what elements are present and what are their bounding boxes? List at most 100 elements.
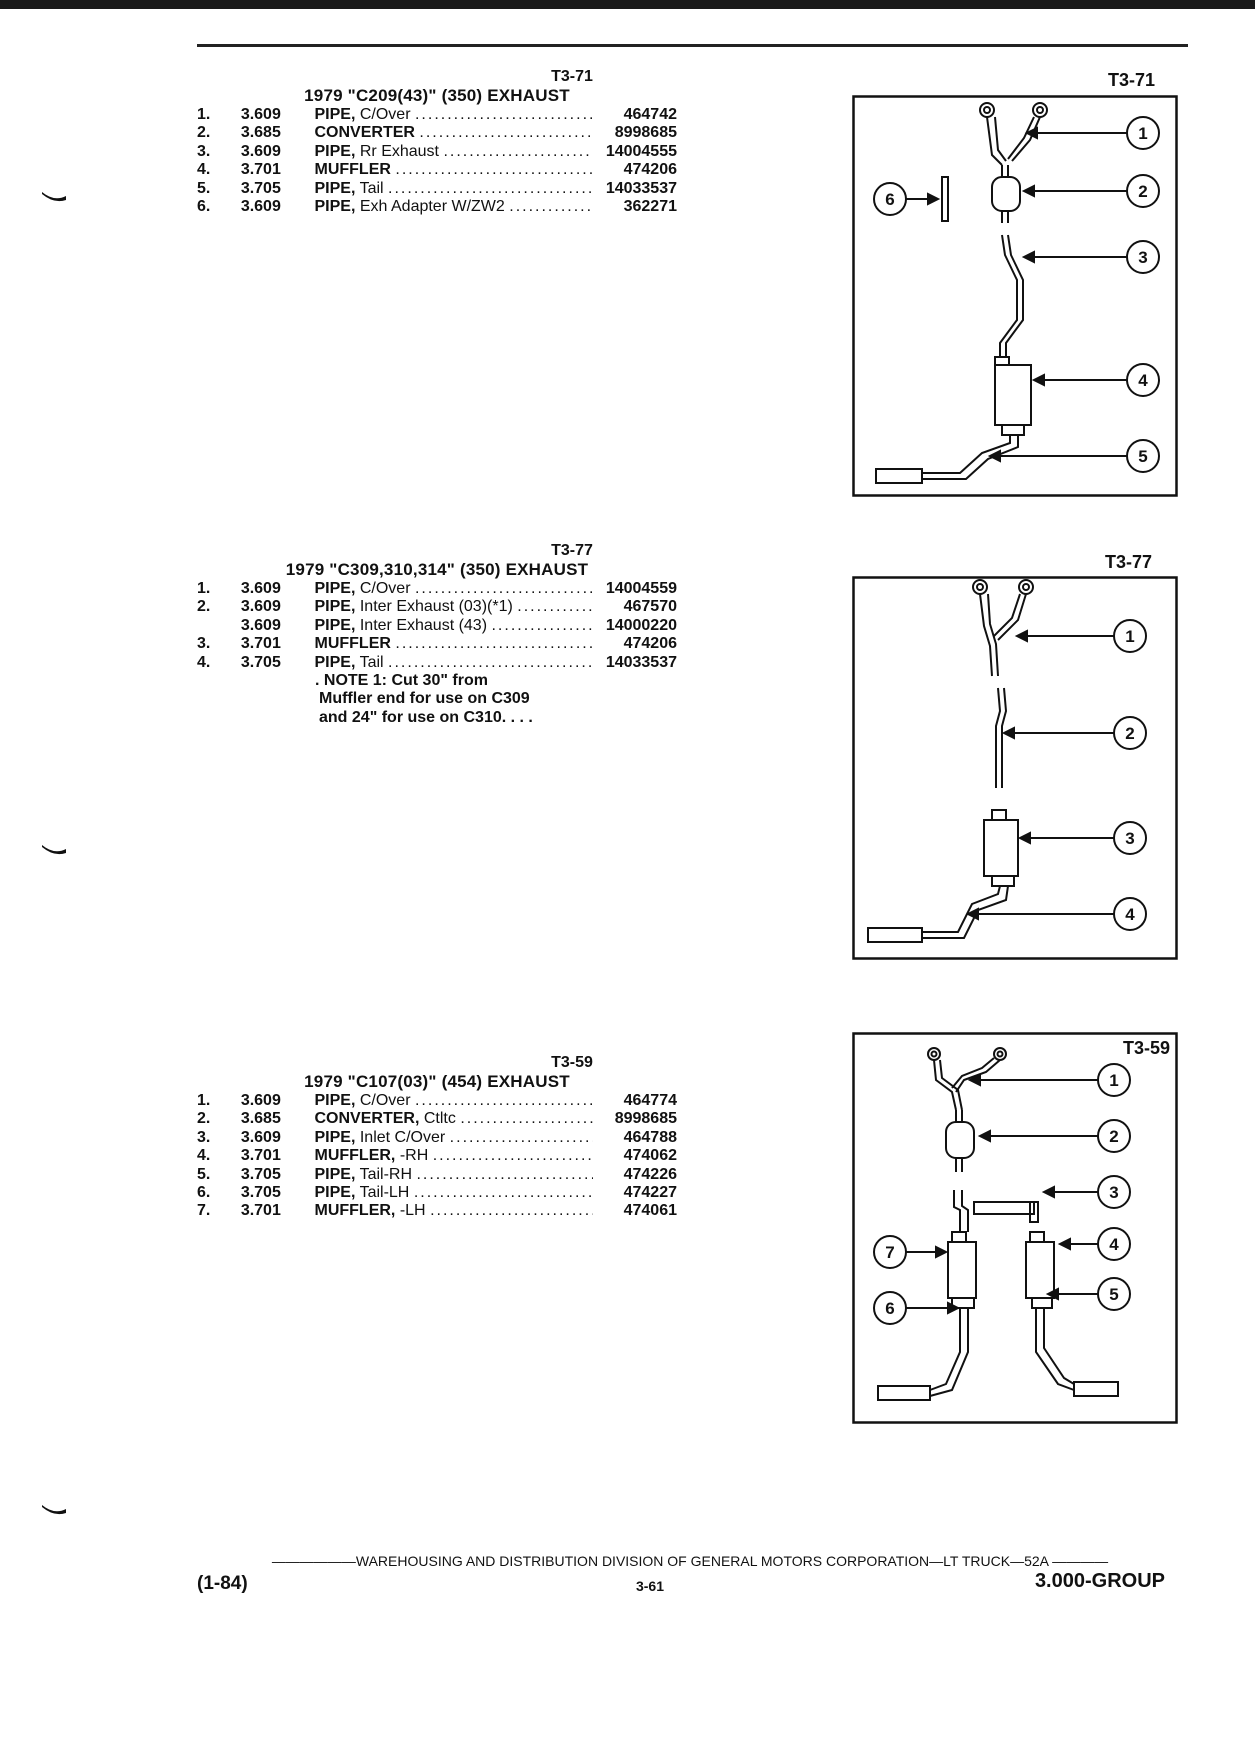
page-number: 3-61 (635, 1578, 665, 1594)
section-title: 1979 "C309,310,314" (350) EXHAUST (285, 560, 589, 579)
item-detail: -RH (399, 1147, 429, 1165)
table-row: 3.609 PIPE, Inter Exhaust (43) ..........… (197, 617, 677, 635)
item-name: MUFFLER, (314, 1202, 396, 1220)
note-line: and 24" for use on C310. . . . (319, 708, 533, 726)
section-t3-77: T3-77 1979 "C309,310,314" (350) EXHAUST … (197, 542, 677, 727)
leader-dots: ..................................... (416, 1165, 593, 1183)
leader-dots: ..................................... (509, 198, 594, 216)
diagram-label: T3-71 (1108, 70, 1156, 90)
item-number: 3. (197, 1128, 211, 1146)
part-number: 474061 (623, 1202, 677, 1220)
item-name: PIPE, (314, 616, 356, 634)
item-detail: Inlet C/Over (359, 1128, 446, 1146)
item-name: CONVERTER, (314, 1110, 420, 1128)
item-description: PIPE, C/Over ...........................… (315, 580, 594, 598)
part-number: 464774 (623, 1092, 677, 1109)
footer-publisher-text: WAREHOUSING AND DISTRIBUTION DIVISION OF… (355, 1553, 1049, 1569)
part-number: 474062 (623, 1147, 677, 1165)
item-name: PIPE, (314, 653, 356, 671)
item-description: MUFFLER ................................… (315, 635, 594, 653)
item-description: MUFFLER, -LH ...........................… (315, 1202, 594, 1220)
leader-dots: ..................................... (430, 1202, 593, 1220)
callout-5: 5 (1138, 447, 1147, 466)
binder-mark-icon (42, 1505, 66, 1515)
callout-2: 2 (1109, 1127, 1118, 1146)
group-number: 3.685 (240, 1110, 281, 1128)
item-description: PIPE, Tail .............................… (315, 180, 594, 198)
item-description: PIPE, Tail-RH ..........................… (315, 1166, 594, 1184)
group-number: 3.609 (240, 106, 281, 123)
table-row: 6. 3.705 PIPE, Tail-LH ...................… (197, 1184, 677, 1202)
item-number: 7. (197, 1202, 211, 1220)
item-number: 6. (197, 1184, 211, 1202)
part-number: 474206 (623, 635, 677, 653)
item-name: PIPE, (314, 179, 356, 197)
item-description: MUFFLER, -RH ...........................… (315, 1147, 594, 1165)
item-description: PIPE, Inter Exhaust (43) ...............… (315, 617, 594, 635)
section-title: 1979 "C209(43)" (350) EXHAUST (304, 86, 570, 105)
group-number: 3.705 (240, 1184, 281, 1202)
group-number: 3.609 (240, 198, 281, 216)
part-number: 14033537 (605, 179, 677, 197)
group-number: 3.685 (240, 124, 281, 142)
part-number: 14004559 (605, 580, 677, 597)
item-name: PIPE, (314, 1092, 356, 1109)
item-name: MUFFLER (314, 161, 391, 179)
item-detail: Tail (359, 179, 384, 197)
group-number: 3.609 (240, 142, 281, 160)
part-number: 14004555 (605, 142, 677, 160)
part-number: 464788 (623, 1128, 677, 1146)
item-detail: Ctltc (423, 1110, 456, 1128)
callout-6: 6 (885, 1299, 894, 1318)
callout-2: 2 (1138, 182, 1147, 201)
item-detail: Inter Exhaust (43) (359, 616, 488, 634)
group-number: 3.609 (240, 616, 281, 634)
part-number: 467570 (623, 598, 677, 616)
item-name: PIPE, (314, 142, 356, 160)
part-number: 14000220 (605, 616, 677, 634)
group-number: 3.701 (240, 1202, 281, 1220)
item-number: 3. (197, 635, 211, 653)
callout-1: 1 (1125, 627, 1134, 646)
part-number: 362271 (623, 198, 677, 216)
item-description: PIPE, Tail-LH ..........................… (315, 1184, 594, 1202)
item-name: MUFFLER (314, 635, 391, 653)
callout-2: 2 (1125, 724, 1134, 743)
group-number: 3.609 (240, 1092, 281, 1109)
item-detail: C/Over (359, 106, 411, 123)
callout-7: 7 (885, 1243, 894, 1262)
item-description: PIPE, C/Over ...........................… (315, 1092, 594, 1110)
diagram-label: T3-77 (1105, 552, 1153, 572)
item-name: PIPE, (314, 198, 356, 216)
item-description: MUFFLER ................................… (315, 161, 594, 179)
callout-1: 1 (1138, 124, 1147, 143)
section-t3-71: T3-71 1979 "C209(43)" (350) EXHAUST 1.3.… (197, 68, 677, 216)
item-detail: C/Over (359, 580, 411, 597)
leader-dots: ..................................... (414, 580, 593, 597)
item-number: 4. (197, 653, 211, 671)
leader-dots: ..................................... (413, 1184, 594, 1202)
leader-dots: ..................................... (432, 1147, 594, 1165)
footer-publisher: ——————WAREHOUSING AND DISTRIBUTION DIVIS… (210, 1553, 1170, 1569)
section-code: T3-71 (551, 68, 593, 85)
leader-dots: ..................................... (395, 161, 593, 179)
item-number: 4. (197, 161, 211, 179)
item-name: PIPE, (314, 1165, 356, 1183)
group-number: 3.701 (240, 161, 281, 179)
item-description: PIPE, Rr Exhaust .......................… (315, 143, 594, 161)
group-number: 3.609 (240, 580, 281, 597)
callout-3: 3 (1125, 829, 1134, 848)
item-name: PIPE, (314, 580, 356, 597)
footer-group: 3.000-GROUP (1034, 1570, 1165, 1592)
group-number: 3.705 (240, 653, 281, 671)
callout-6: 6 (885, 190, 894, 209)
footer-rule-right: ———— (1048, 1553, 1109, 1569)
